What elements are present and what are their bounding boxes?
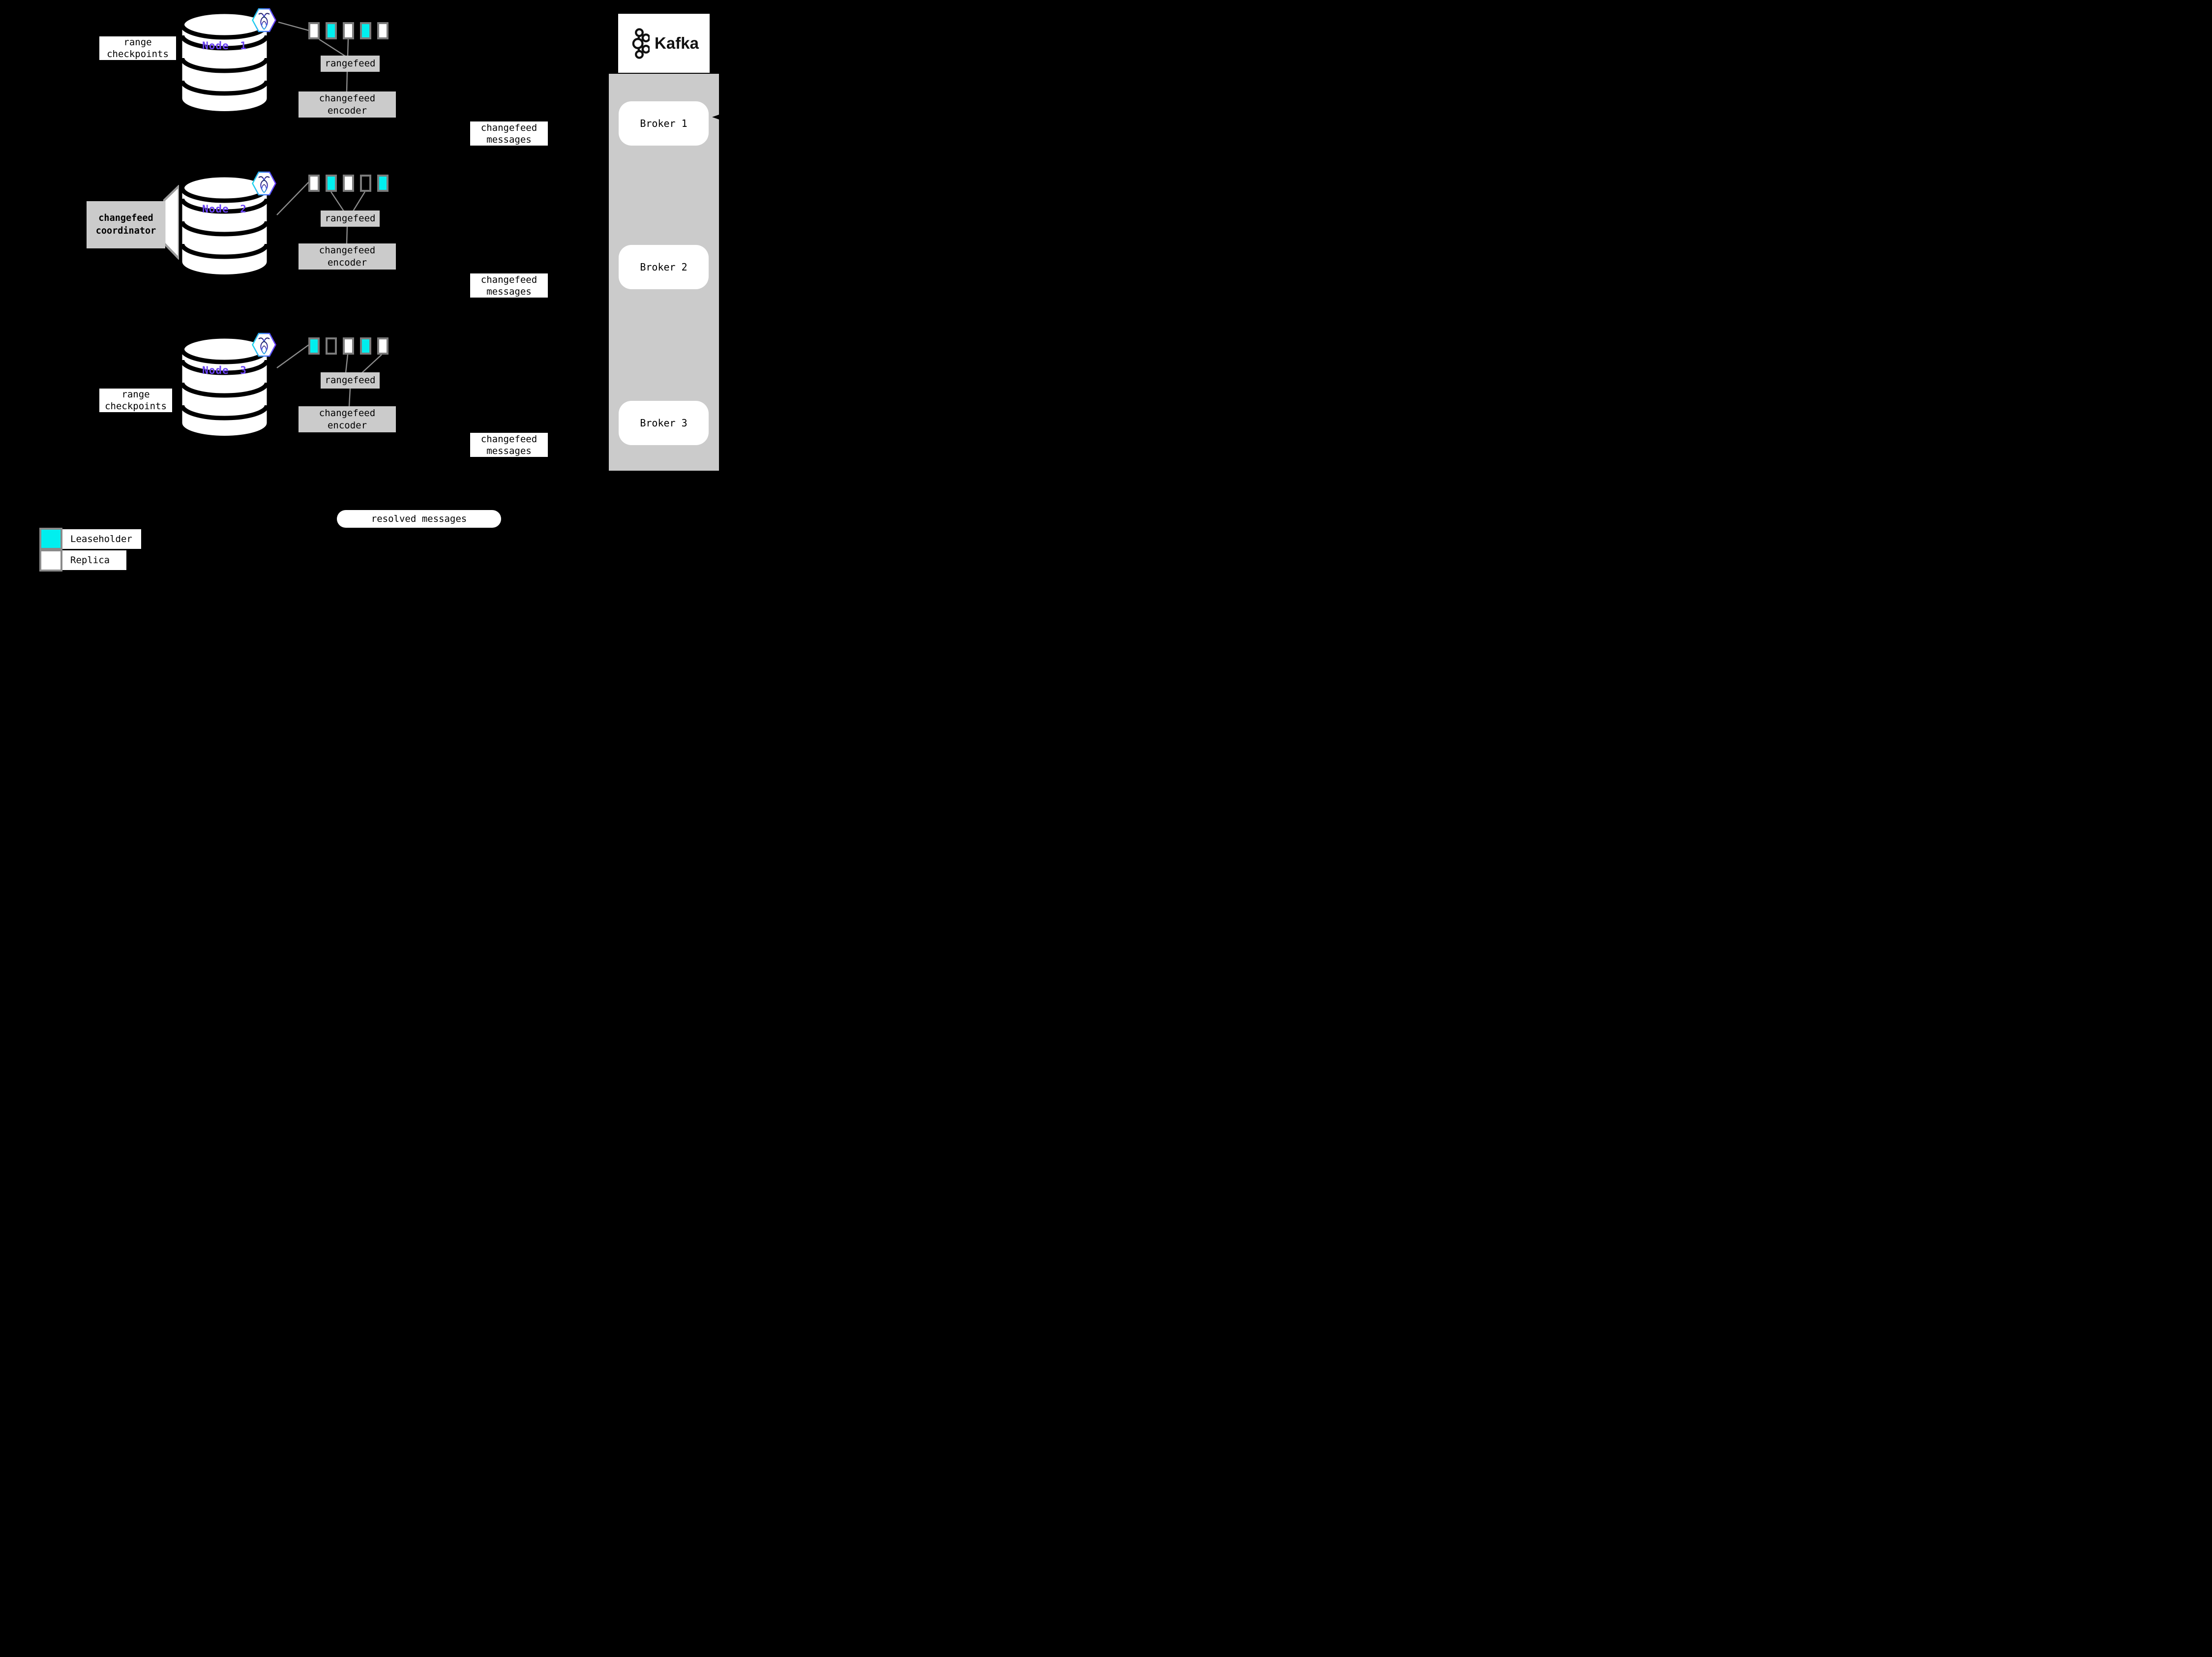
node1-database-cylinder-icon — [180, 10, 269, 111]
node2-rangefeed-box: rangefeed — [321, 211, 380, 227]
range-square — [360, 175, 371, 192]
node2-changefeed-messages-label: changefeed messages — [470, 273, 548, 298]
range-square — [308, 22, 320, 39]
changefeed-coordinator-box: changefeed coordinator — [87, 201, 165, 248]
node1-changefeed-encoder-box: changefeed encoder — [299, 91, 396, 118]
range-square — [377, 337, 389, 355]
broker-2-box: Broker 2 — [619, 245, 709, 289]
legend-leaseholder-swatch — [39, 528, 62, 550]
range-square — [343, 337, 354, 355]
range-square — [326, 22, 337, 39]
node1-range-checkpoints-label: range checkpoints — [99, 36, 176, 60]
node2-changefeed-encoder-box: changefeed encoder — [299, 243, 396, 270]
arrow-head-icon — [712, 114, 722, 121]
node2-cockroachdb-logo-icon — [252, 171, 276, 196]
node3-changefeed-encoder-box: changefeed encoder — [299, 406, 396, 432]
node3-changefeed-messages-label: changefeed messages — [470, 433, 548, 457]
node1-changefeed-messages-label: changefeed messages — [470, 121, 548, 146]
node3-range-checkpoints-label: range checkpoints — [99, 389, 172, 412]
node1-range-squares — [308, 22, 389, 39]
node3-database-cylinder-icon — [180, 334, 269, 436]
kafka-logo-icon — [632, 28, 650, 59]
range-square — [343, 175, 354, 192]
node3-name-label: Node 3 — [202, 364, 247, 376]
node3-cockroachdb-logo-icon — [252, 332, 276, 357]
node1-cockroachdb-logo-icon — [252, 8, 276, 32]
broker-1-box: Broker 1 — [619, 101, 709, 146]
kafka-title: Kafka — [655, 34, 699, 52]
range-square — [308, 337, 320, 355]
legend-replica-label: Replica — [62, 550, 126, 570]
coordinator-flag-pointer — [163, 185, 180, 260]
node3-range-squares — [308, 337, 389, 355]
node1-name-label: Node 1 — [202, 40, 247, 52]
resolved-messages-pill: resolved messages — [337, 510, 501, 528]
node1-rangefeed-box: rangefeed — [321, 56, 380, 72]
node3-rangefeed-box: rangefeed — [321, 372, 380, 389]
connector-lines — [276, 21, 382, 407]
legend-replica-swatch — [39, 549, 62, 572]
node2-range-squares — [308, 175, 389, 192]
node2-database-cylinder-icon — [180, 173, 269, 274]
range-square — [377, 175, 389, 192]
range-square — [377, 22, 389, 39]
range-square — [326, 175, 337, 192]
range-square — [308, 175, 320, 192]
range-square — [360, 337, 371, 355]
broker-3-box: Broker 3 — [619, 401, 709, 445]
range-square — [360, 22, 371, 39]
kafka-header: Kafka — [618, 14, 710, 73]
legend-leaseholder-label: Leaseholder — [62, 529, 141, 549]
range-square — [326, 337, 337, 355]
range-square — [343, 22, 354, 39]
diagram-canvas: Node 1 Node 2 Node 3 rangefeed changefee… — [0, 0, 771, 577]
node2-name-label: Node 2 — [202, 203, 247, 215]
